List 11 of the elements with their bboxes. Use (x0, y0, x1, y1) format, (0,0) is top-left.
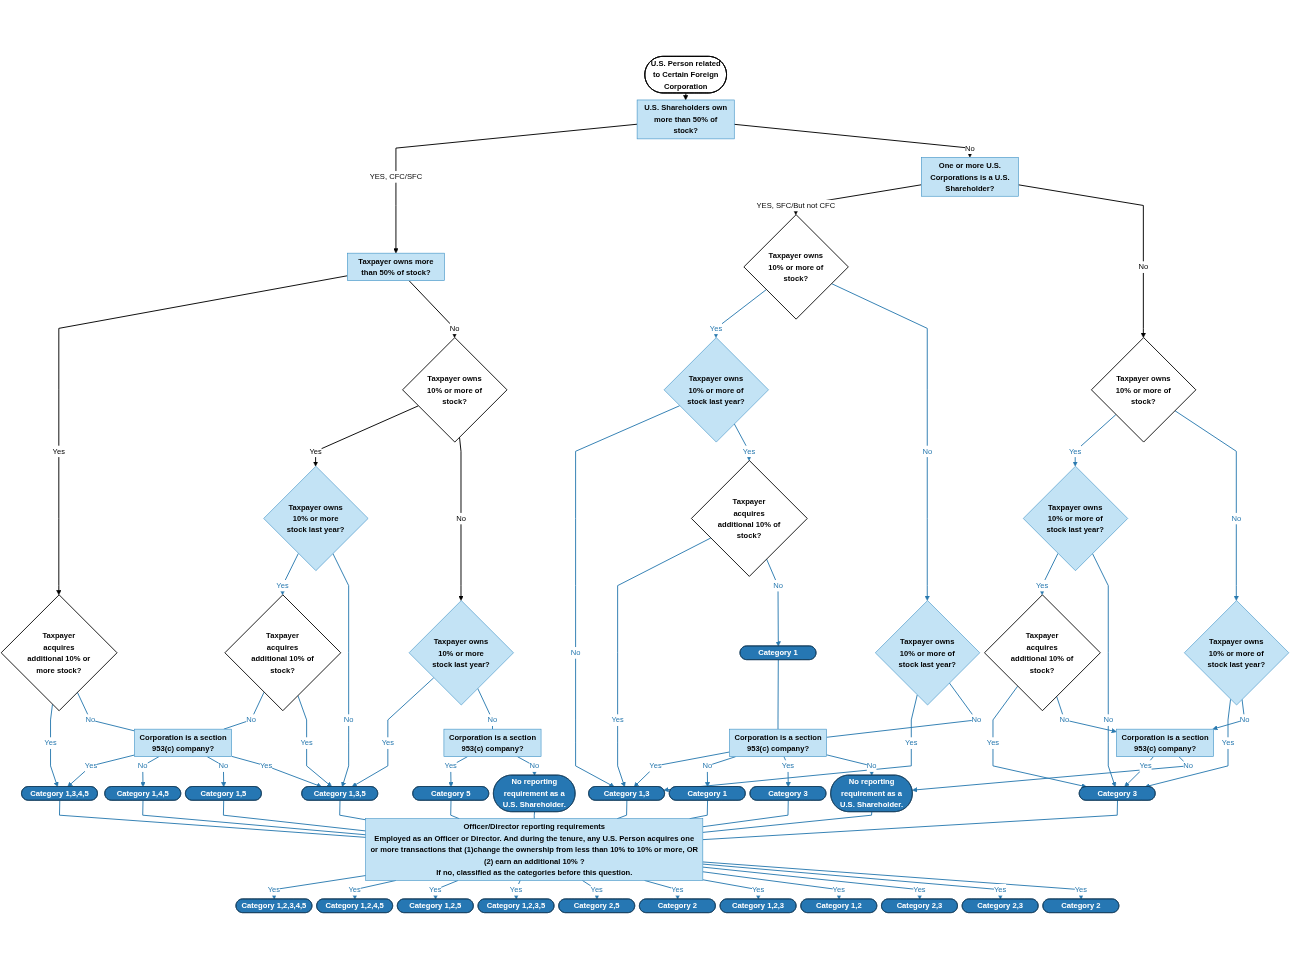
connector (702, 800, 789, 828)
connector (339, 800, 367, 821)
connector (702, 800, 1118, 841)
connector (76, 691, 135, 732)
connector (222, 800, 367, 832)
connector (223, 691, 265, 730)
connector (702, 811, 873, 833)
connector (777, 659, 779, 730)
connector (142, 800, 367, 836)
connector (59, 800, 367, 838)
connector (533, 811, 535, 820)
